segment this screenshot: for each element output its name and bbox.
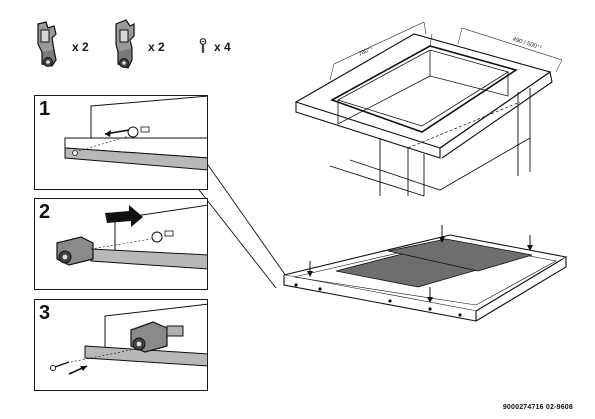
- screw-icon: [199, 38, 207, 53]
- screw-quantity: x 4: [214, 40, 231, 54]
- step-1-number: 1: [39, 98, 51, 120]
- hob-assembly-drawing: [283, 225, 568, 322]
- document-code: 9000274716 02-9608: [502, 404, 573, 411]
- step-3-panel: 3: [34, 299, 208, 391]
- bracket-quantity: x 2: [72, 40, 89, 54]
- step-2-number: 2: [39, 201, 51, 223]
- countertop-cutout-drawing: [294, 21, 563, 197]
- step-3-drawing: [49, 303, 207, 375]
- mounting-bracket-alt-icon: [115, 19, 135, 69]
- step-1-drawing: [64, 96, 207, 171]
- bracket-alt-quantity: x 2: [148, 40, 165, 54]
- step-1-panel: 1: [34, 95, 208, 190]
- mounting-bracket-icon: [37, 21, 57, 67]
- step-3-number: 3: [39, 302, 51, 324]
- step-2-panel: 2: [34, 198, 208, 290]
- step-2-drawing: [56, 204, 207, 270]
